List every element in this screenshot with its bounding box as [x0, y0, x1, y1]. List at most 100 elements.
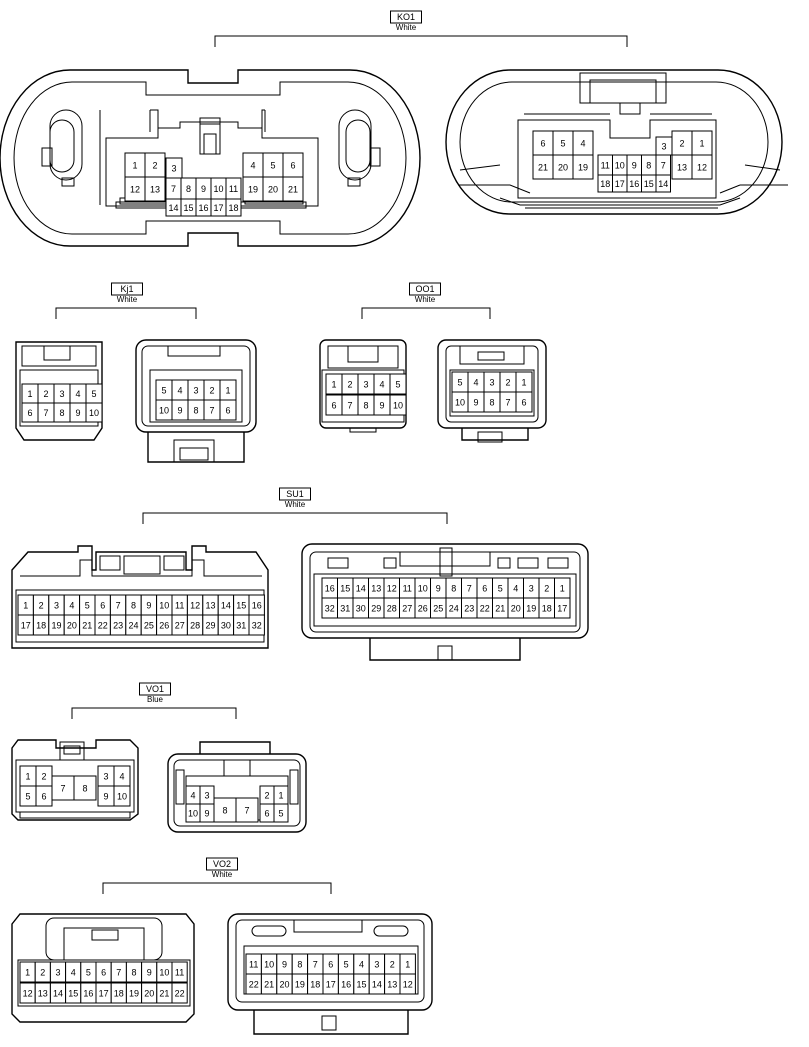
pin-number: 6: [331, 400, 336, 410]
pin-cell: 19: [523, 597, 540, 619]
pin-cell: 3: [357, 373, 375, 395]
pin-cell: 9: [69, 402, 87, 423]
pin-cell: 6: [476, 577, 493, 599]
pin-cell: 7: [499, 391, 517, 413]
pin-number: 15: [356, 979, 366, 989]
pin-cell: 3: [53, 383, 71, 404]
pin-cell: 10: [612, 154, 628, 176]
pin-number: 6: [540, 138, 545, 148]
pin-number: 10: [615, 160, 625, 170]
pin-number: 16: [198, 203, 208, 213]
pin-cell: 12: [124, 176, 146, 202]
pin-cell: 11: [171, 961, 188, 983]
pin-number: 22: [98, 620, 108, 630]
pin-number: 7: [43, 408, 48, 418]
pin-cell: 14: [368, 973, 386, 995]
pin-number: 5: [161, 385, 166, 395]
pin-number: 6: [27, 408, 32, 418]
pin-number: 13: [387, 979, 397, 989]
pin-cell: 10: [389, 394, 407, 416]
pin-cell: 3: [187, 379, 205, 401]
pin-cell: 7: [655, 154, 671, 176]
pin-number: 15: [644, 179, 654, 189]
pin-cell: 8: [291, 953, 309, 975]
pin-cell: 10: [260, 953, 278, 975]
connector-id-box: [409, 282, 441, 296]
pin-number: 2: [43, 389, 48, 399]
pin-cell: 14: [352, 577, 369, 599]
pin-cell: 21: [260, 973, 278, 995]
pin-cell: 10: [451, 391, 469, 413]
pin-cell: 30: [217, 614, 235, 636]
pin-number: 6: [328, 959, 333, 969]
pin-cell: 9: [171, 399, 189, 421]
pin-cell: 2: [259, 785, 275, 805]
pin-number: 11: [175, 600, 184, 610]
pin-cell: 6: [532, 130, 554, 156]
pin-number: 1: [560, 583, 565, 593]
pin-number: 4: [580, 138, 585, 148]
connector-id-box: [111, 282, 143, 296]
pin-cell: 20: [276, 973, 293, 995]
pin-cell: 20: [141, 982, 158, 1004]
pin-cell: 11: [171, 594, 188, 616]
pin-number: 8: [186, 184, 191, 194]
pin-number: 13: [205, 600, 215, 610]
pin-cell: 5: [85, 383, 103, 404]
pin-number: 3: [193, 385, 198, 395]
pin-cell: 8: [53, 402, 71, 423]
pin-number: 6: [290, 160, 295, 170]
pin-number: 4: [379, 379, 384, 389]
pin-cell: 3: [368, 953, 386, 975]
pin-cell: 23: [461, 597, 478, 619]
pin-number: 5: [25, 791, 30, 801]
pin-cell: 32: [321, 597, 338, 619]
pin-number: 7: [467, 583, 472, 593]
pin-cell: 15: [65, 982, 82, 1004]
pin-cell: 3: [655, 136, 673, 156]
pin-number: 2: [347, 379, 352, 389]
pin-number: 22: [175, 988, 185, 998]
pin-cell: 28: [383, 597, 400, 619]
pin-cell: 6: [322, 953, 339, 975]
pin-cell: 19: [125, 982, 143, 1004]
pin-number: 20: [268, 184, 278, 194]
pin-number: 4: [71, 967, 76, 977]
pin-cell: 9: [195, 177, 212, 200]
pin-number: 1: [699, 138, 704, 148]
pin-number: 10: [264, 959, 274, 969]
pin-number: 4: [190, 790, 195, 800]
pin-cell: 7: [165, 177, 182, 200]
pin-cell: 30: [352, 597, 369, 619]
pin-cell: 6: [259, 803, 275, 823]
pin-number: 10: [188, 808, 198, 818]
pin-cell: 13: [384, 973, 401, 995]
pin-cell: 21: [156, 982, 173, 1004]
pin-number: 1: [521, 377, 526, 387]
pin-cell: 3: [48, 594, 65, 616]
pin-number: 13: [38, 988, 48, 998]
pin-number: 29: [371, 603, 381, 613]
pin-cell: 11: [225, 177, 242, 200]
pin-number: 7: [661, 160, 666, 170]
pin-cell: 4: [65, 961, 82, 983]
pin-cell: 20: [262, 176, 284, 202]
pin-cell: 6: [35, 785, 53, 807]
pin-number: 14: [221, 600, 231, 610]
pin-number: 31: [236, 620, 246, 630]
pin-cell: 1: [219, 379, 237, 401]
pin-cell: 6: [515, 391, 533, 413]
pin-cell: 22: [171, 982, 188, 1004]
pin-cell: 15: [233, 594, 250, 616]
pin-cell: 17: [322, 973, 339, 995]
pin-number: 19: [51, 620, 61, 630]
pin-cell: 29: [368, 597, 385, 619]
